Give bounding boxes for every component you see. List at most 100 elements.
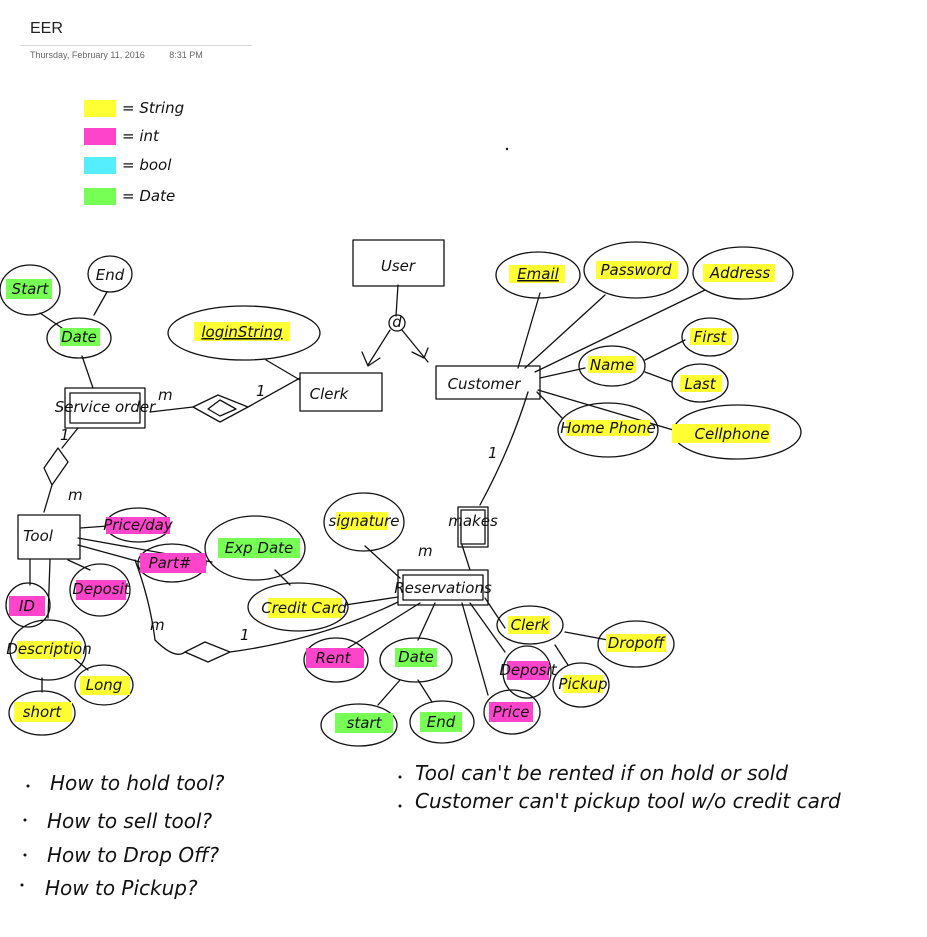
connector-start-date	[39, 312, 63, 329]
attr-price-label: Price	[493, 703, 530, 721]
note-bullet	[26, 784, 30, 788]
attr-so-start: Start	[0, 264, 61, 316]
attr-signature: signature	[323, 492, 405, 552]
connector-creditcard-res	[344, 596, 399, 606]
attr-cellphone-label: Cellphone	[695, 425, 770, 443]
highlight-dropoff	[606, 634, 666, 652]
relationship-makes-inner	[460, 509, 486, 545]
attr-address-label: Address	[709, 264, 771, 282]
cardinality-tool-res-m: m	[150, 616, 165, 634]
attr-tool-id-label: ID	[19, 597, 35, 615]
connector-tool-deposit	[67, 559, 91, 571]
legend-label-bool: = bool	[122, 156, 172, 174]
highlight-pickup	[563, 675, 603, 693]
connector-res-makes	[461, 544, 471, 571]
specialization-circle	[388, 314, 406, 332]
attr-res-clerk: Clerk	[496, 605, 564, 645]
legend-swatch-bool	[84, 157, 116, 174]
attr-last: Last	[671, 363, 729, 403]
attr-dropoff: Dropoff	[597, 620, 675, 668]
connector-d-clerk	[367, 329, 391, 366]
connector-res-price	[461, 602, 489, 696]
highlight-short	[14, 702, 72, 722]
note-left-3: How to Drop Off?	[47, 843, 220, 867]
cardinality-so-clerk-1: 1	[256, 382, 266, 400]
highlight-res-start	[335, 713, 393, 733]
attr-res-start-label: start	[347, 714, 383, 732]
attr-first: First	[681, 317, 739, 357]
attr-credit-card-label: Credit Card	[261, 599, 347, 617]
attr-login-string: loginString	[167, 305, 321, 361]
attr-name: Name	[578, 345, 646, 387]
cardinality-tool-res-1: 1	[240, 626, 250, 644]
subset-arrow-customer	[411, 347, 429, 359]
entity-tool-box	[17, 514, 81, 560]
entity-clerk-label: Clerk	[310, 385, 350, 403]
connector-clerk-pickup	[554, 644, 569, 666]
highlight-address	[703, 264, 775, 282]
highlight-res-date	[395, 648, 437, 667]
connector-so-diamond-so	[149, 406, 194, 413]
highlight-cellphone	[672, 424, 770, 443]
highlight-so-date	[60, 328, 100, 346]
connector-customer-homephone	[536, 391, 563, 419]
connector-end-date	[93, 291, 108, 316]
entity-tool-label: Tool	[23, 527, 54, 545]
connector-expdate-creditcard	[274, 569, 291, 586]
connector-res-rent	[347, 602, 421, 649]
connector-tool-diamond-tool	[43, 484, 53, 513]
connector-customer-password	[524, 294, 606, 369]
attr-so-start-label: Start	[12, 280, 50, 298]
cardinality-tool-so-m: m	[68, 486, 83, 504]
highlight-price	[489, 702, 533, 722]
highlight-tool-deposit	[76, 580, 126, 600]
note-bullet	[398, 804, 402, 808]
page-timestamp: Thursday, February 11, 2016 8:31 PM	[30, 50, 225, 60]
connector-user-d	[395, 284, 399, 317]
attr-name-label: Name	[590, 356, 634, 374]
note-right-2: Customer can't pickup tool w/o credit ca…	[415, 789, 841, 813]
connector-d-customer	[401, 329, 429, 363]
attr-res-clerk-label: Clerk	[511, 616, 551, 634]
stray-dot	[505, 147, 509, 151]
attr-long: Long	[74, 664, 134, 706]
attr-short: short	[8, 690, 76, 736]
connector-customer-name	[539, 367, 586, 379]
legend-swatch-string	[84, 100, 116, 117]
page-title: EER	[30, 20, 63, 37]
attr-home-phone-label: Home Phone	[560, 419, 656, 437]
entity-user: User	[352, 239, 445, 287]
attr-home-phone: Home Phone	[557, 402, 659, 458]
attr-so-date: Date	[46, 317, 112, 359]
highlight-home-phone	[566, 420, 650, 436]
entity-user-box	[352, 239, 445, 287]
entity-clerk: Clerk	[299, 372, 383, 412]
attr-so-date-label: Date	[61, 328, 97, 346]
highlight-signature	[336, 512, 388, 530]
legend-label-string: = String	[122, 99, 184, 117]
highlight-login-string	[194, 322, 290, 341]
relationship-makes: makes	[448, 506, 498, 548]
relationship-diamond-tool-res	[184, 641, 231, 663]
connector-tool-part	[77, 544, 141, 563]
cardinality-makes-customer-1: 1	[488, 444, 498, 462]
attr-cellphone: Cellphone	[672, 404, 802, 460]
attr-description-label: Description	[6, 640, 91, 658]
note-bullet	[23, 818, 27, 822]
entity-customer: Customer	[435, 365, 541, 400]
highlight-first	[690, 328, 732, 345]
highlight-last	[680, 375, 722, 392]
attr-description: Description	[6, 619, 92, 681]
entity-reservations-inner	[402, 574, 484, 601]
highlight-email	[509, 265, 565, 283]
attr-so-end: End	[87, 255, 133, 293]
connector-clerk-dropoff	[564, 631, 609, 641]
connector-customer-address	[534, 289, 706, 373]
attr-address: Address	[692, 246, 794, 300]
attr-last-label: Last	[684, 375, 716, 393]
attr-email: Email	[495, 251, 581, 299]
entity-user-label: User	[381, 257, 416, 275]
connector-tool-priceday	[79, 525, 109, 529]
highlight-name	[588, 356, 636, 373]
